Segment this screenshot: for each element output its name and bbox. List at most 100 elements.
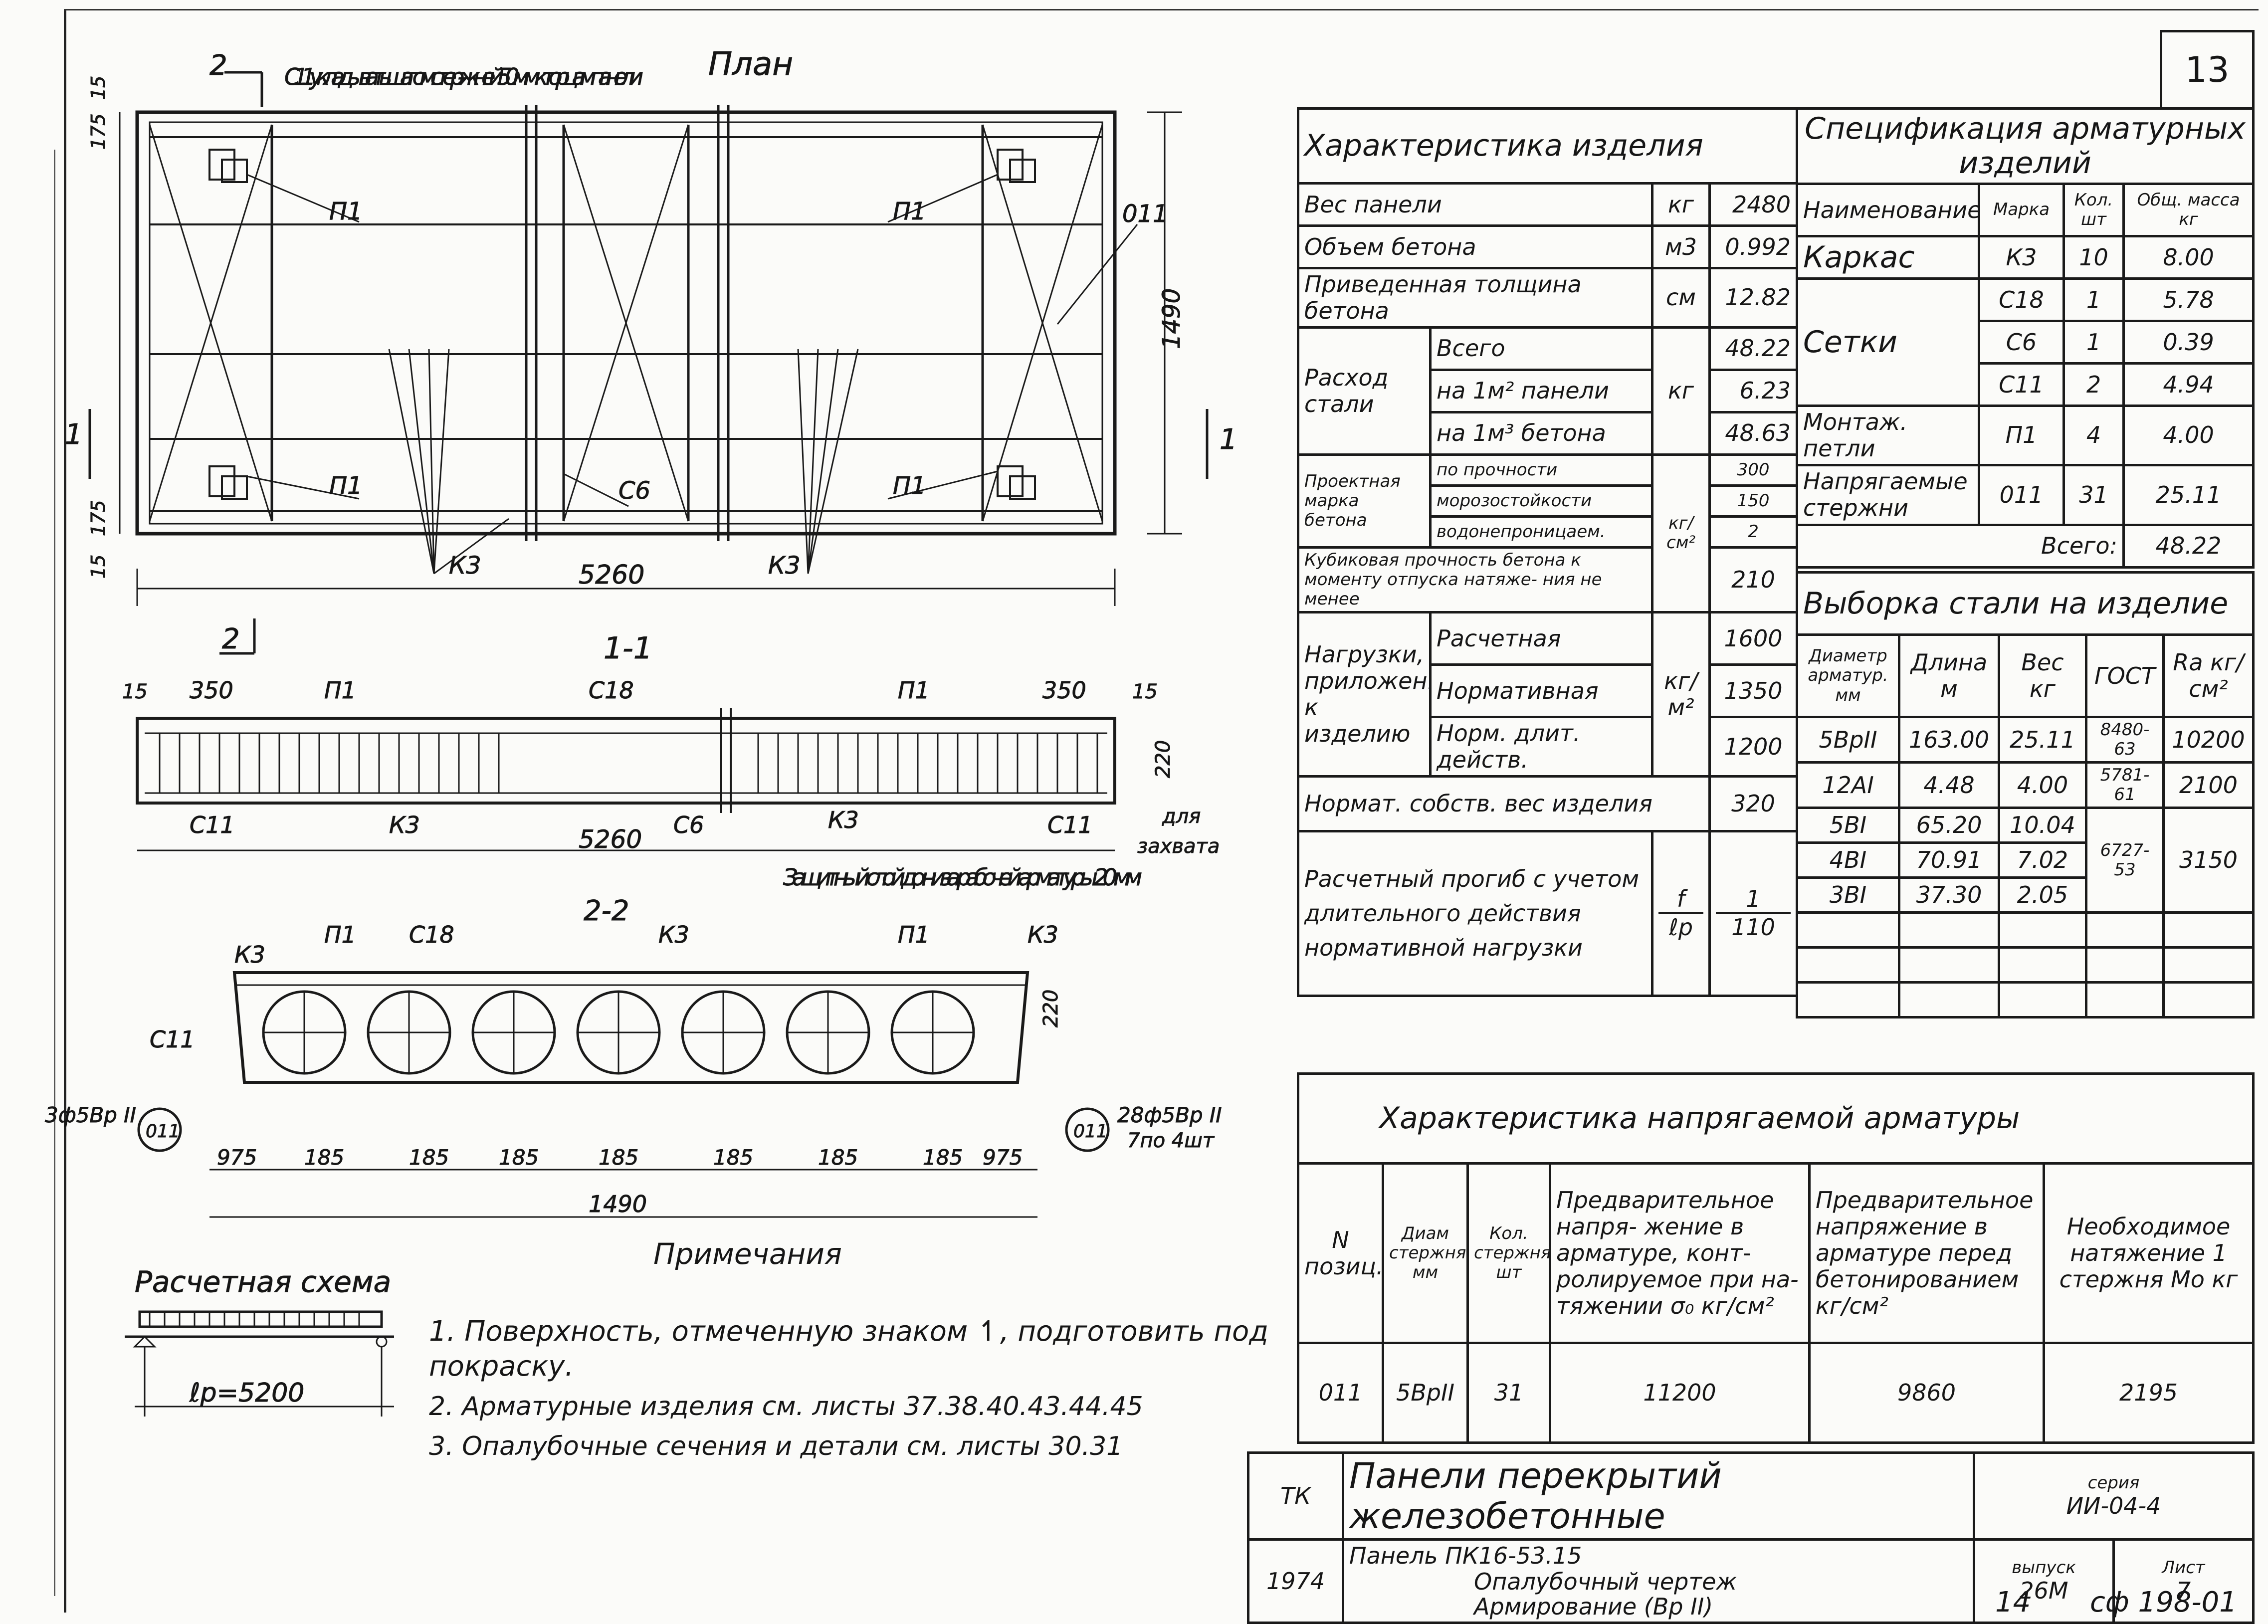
prestress-header-dia: Диам стержня мм bbox=[1382, 1162, 1469, 1344]
self-weight-value: 320 bbox=[1708, 775, 1799, 832]
prestress-table: Характеристика напрягаемой арматуры N по… bbox=[1296, 1072, 2255, 1444]
steel-row-ra: 10200 bbox=[2162, 715, 2255, 764]
s22-dim-185-1: 185 bbox=[304, 1145, 344, 1170]
steel-empty-cell bbox=[2085, 911, 2165, 949]
steel-header-w: Вес кг bbox=[1998, 633, 2087, 718]
plan-dim-5260: 5260 bbox=[579, 560, 644, 590]
s11-label-k3-a: К3 bbox=[389, 812, 420, 838]
char-row-unit: м3 bbox=[1651, 224, 1711, 269]
spec-row-qty: 1 bbox=[2062, 277, 2125, 322]
grade-row-value: 150 bbox=[1708, 484, 1799, 518]
spec-row-qty: 10 bbox=[2062, 235, 2125, 280]
s22-dim-185-5: 185 bbox=[713, 1145, 753, 1170]
title-desc-1: Опалубочный чертеж bbox=[1474, 1568, 1737, 1595]
section-11-outline bbox=[136, 717, 1116, 805]
s22-o11-left: 011 bbox=[146, 1121, 180, 1142]
s22-dim-185-4: 185 bbox=[599, 1145, 638, 1170]
spec-header-qty: Кол. шт bbox=[2062, 183, 2125, 237]
plan-note: С11 укладывать шагом стер- жней 50мм. к … bbox=[284, 63, 643, 90]
sheet-number-box: 13 bbox=[2160, 30, 2255, 110]
steel-row-w: 4.00 bbox=[1998, 761, 2087, 810]
char-row-name: Приведенная толщина бетона bbox=[1297, 267, 1653, 329]
scheme-span: ℓp=5200 bbox=[189, 1378, 304, 1408]
steel-row-value: 6.23 bbox=[1708, 368, 1799, 413]
plan-slab-outline bbox=[135, 110, 1117, 536]
steel-row-name: Всего bbox=[1429, 326, 1653, 371]
spec-row-mark: К3 bbox=[1978, 235, 2065, 280]
spec-row-mark: П1 bbox=[1978, 405, 2065, 466]
document-code: сф 198-01 bbox=[2090, 1586, 2237, 1619]
steel-empty-cell bbox=[1796, 911, 1900, 949]
cube-label: Кубиковая прочность бетона к моменту отп… bbox=[1297, 546, 1653, 614]
spec-row-name: Сетки bbox=[1796, 277, 1980, 407]
title-desc-2: Армирование (Вр II) bbox=[1474, 1593, 1713, 1621]
plan-label-p1-c: П1 bbox=[893, 198, 926, 225]
steel-label: Расход стали bbox=[1297, 326, 1432, 456]
loads-row-name: Нормативная bbox=[1429, 663, 1653, 719]
s11-dim-5260: 5260 bbox=[579, 825, 642, 854]
title-year: 1974 bbox=[1247, 1538, 1344, 1624]
loads-row-name: Норм. длит. действ. bbox=[1429, 716, 1653, 778]
steel-row-name: на 1м² панели bbox=[1429, 368, 1653, 413]
s22-dim-975-a: 975 bbox=[217, 1145, 257, 1170]
steel-row-name: на 1м³ бетона bbox=[1429, 410, 1653, 456]
steel-empty-cell bbox=[1898, 946, 2000, 984]
spec-row-mass: 4.94 bbox=[2122, 362, 2255, 407]
steel-row-len: 37.30 bbox=[1898, 876, 2000, 914]
prestress-title: Характеристика напрягаемой арматуры bbox=[1296, 1072, 2255, 1165]
deflection-label: Расчетный прогиб с учетом длительного де… bbox=[1297, 829, 1653, 997]
plan-label-k3-b: К3 bbox=[768, 552, 801, 580]
spec-row-name: Напрягаемые стержни bbox=[1796, 463, 1980, 526]
spec-total: 48.22 bbox=[2122, 523, 2255, 569]
plan-label-c6: С6 bbox=[619, 477, 650, 505]
s22-dim-185-2: 185 bbox=[409, 1145, 449, 1170]
plan-title: План bbox=[708, 46, 793, 83]
steel-row-dia: 12АI bbox=[1796, 761, 1900, 810]
section-22-outline bbox=[232, 971, 1030, 1084]
spec-row-mass: 5.78 bbox=[2122, 277, 2255, 322]
title-issue: 26М bbox=[2019, 1577, 2068, 1605]
note-3: 3. Опалубочные сечения и детали см. лист… bbox=[429, 1431, 1123, 1461]
section-marker-1-left: 1 bbox=[65, 418, 83, 451]
loads-unit: кг/м² bbox=[1651, 611, 1711, 778]
steel-header-gost: ГОСТ bbox=[2085, 633, 2165, 718]
s11-grip-note-2: захвата bbox=[1137, 835, 1220, 858]
plan-label-o11: 011 bbox=[1122, 200, 1168, 228]
steel-row-value: 48.22 bbox=[1708, 326, 1799, 371]
title-sheet: 7 bbox=[2176, 1577, 2191, 1605]
s11-label-p1-b: П1 bbox=[898, 677, 930, 704]
s22-o11-right: 011 bbox=[1073, 1121, 1108, 1142]
drawing-area: План С11 укладывать шагом стер- жней 50м… bbox=[45, 46, 1237, 1417]
s11-label-p1-a: П1 bbox=[324, 677, 356, 704]
char-row-name: Вес панели bbox=[1297, 182, 1653, 227]
s22-label-c11: С11 bbox=[150, 1026, 195, 1053]
title-series-label: серия bbox=[2087, 1472, 2140, 1493]
s11-protect-note: Защитный слой до низа рабочей арматуры 2… bbox=[783, 864, 1142, 891]
title-series: ИИ-04-4 bbox=[2066, 1492, 2161, 1519]
s22-dim-185-7: 185 bbox=[923, 1145, 963, 1170]
plan-label-p1-b: П1 bbox=[329, 472, 363, 500]
steel-empty-cell bbox=[2162, 911, 2255, 949]
s22-dim-185-6: 185 bbox=[818, 1145, 858, 1170]
steel-sample-table: Выборка стали на изделие Диаметр арматур… bbox=[1795, 571, 2255, 1019]
plan-dim-175-bot: 175 bbox=[87, 500, 109, 536]
steel-row-ra: 2100 bbox=[2162, 761, 2255, 810]
grade-label: Проектная марка бетона bbox=[1297, 453, 1432, 549]
prestress-header-s1: Предварительное напряжение в арматуре пе… bbox=[1808, 1162, 2045, 1344]
steel-header-ra: Ra кг/см² bbox=[2162, 633, 2255, 718]
steel-row-len: 4.48 bbox=[1898, 761, 2000, 810]
steel-empty-cell bbox=[1796, 981, 1900, 1019]
grade-unit: кг/см² bbox=[1651, 453, 1711, 614]
plan-dim-15-bot: 15 bbox=[87, 555, 109, 579]
s11-label-k3-b: К3 bbox=[828, 807, 859, 833]
section-marker-2-top: 2 bbox=[209, 49, 227, 82]
title-org: ТК bbox=[1247, 1451, 1344, 1541]
cube-value: 210 bbox=[1708, 546, 1799, 614]
steel-empty-cell bbox=[2162, 981, 2255, 1019]
s11-dim-350-right: 350 bbox=[1042, 677, 1086, 704]
s22-label-k3-c: К3 bbox=[658, 921, 689, 948]
plan-dim-175-top: 175 bbox=[87, 113, 109, 150]
